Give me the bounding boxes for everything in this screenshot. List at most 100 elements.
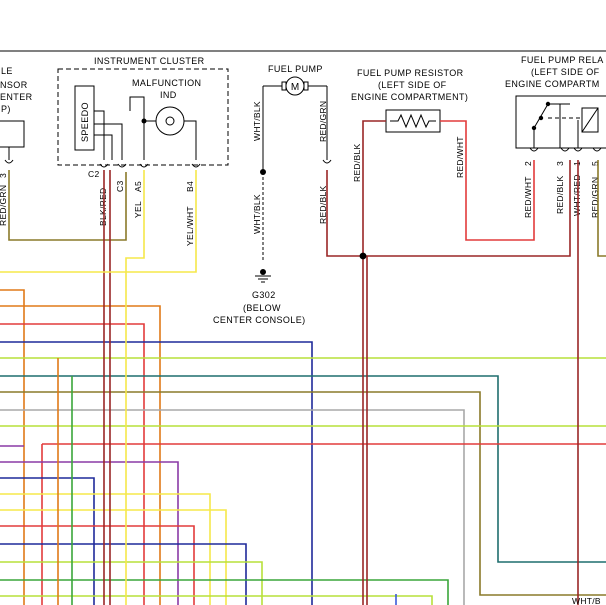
- bundle-navy-3: [0, 543, 247, 605]
- connector-a5-icon: [139, 163, 149, 168]
- fuel-pump-wire-down-right-label: RED/BLK: [318, 185, 328, 224]
- bundle-red-1: [0, 323, 145, 605]
- pin-b4-wire: YEL/WHT: [185, 206, 195, 246]
- instrument-cluster-dashed-box: [57, 68, 229, 166]
- relay-pin-2-num: 2: [523, 161, 533, 166]
- relay-pin-3-num: 3: [555, 161, 565, 166]
- relay-connector-2-icon: [529, 147, 539, 152]
- instrument-cluster-title: INSTRUMENT CLUSTER: [94, 56, 205, 66]
- fuel-pump-wire-down-left-label: WHT/BLK: [252, 194, 262, 234]
- bundle-red-4: [0, 525, 195, 605]
- sensor-pin-num: 3: [0, 173, 8, 178]
- bundle-purple-1: [0, 461, 179, 605]
- resistor-zigzag-icon: [390, 113, 436, 129]
- resistor-title-line-3: ENGINE COMPARTMENT): [351, 92, 468, 102]
- pin-a5-num: A5: [133, 181, 143, 192]
- relay-title-line-3: ENGINE COMPARTM: [505, 79, 600, 89]
- relay-connector-5-icon: [592, 147, 602, 152]
- sensor-connector-icon: [4, 159, 14, 164]
- cluster-internal-wire-5: [184, 120, 197, 160]
- wire-relay-red-grn: [597, 160, 606, 257]
- fuel-pump-relay: FUEL PUMP RELA (LEFT SIDE OF ENGINE COMP…: [505, 55, 606, 218]
- relay-coil-icon: [581, 107, 599, 133]
- ground-g302: G302 (BELOW CENTER CONSOLE): [213, 269, 306, 325]
- resistor-wire-right-label: RED/WHT: [455, 136, 465, 178]
- sensor-box: [0, 120, 25, 148]
- relay-pin-1-num: 1: [572, 161, 582, 166]
- pin-a5-wire: YEL: [133, 201, 143, 218]
- relay-pin-3-wire: RED/BLK: [555, 175, 565, 214]
- pin-c2-num: C2: [88, 169, 99, 179]
- pin-b4-num: B4: [185, 181, 195, 192]
- cluster-internal-wire-1: [94, 110, 105, 160]
- fuel-pump-wire-left-label: WHT/BLK: [252, 101, 262, 141]
- cluster-junction-dot: [141, 118, 147, 124]
- sensor-title-line-3: ENTER: [0, 92, 33, 102]
- resistor-title-line-1: FUEL PUMP RESISTOR: [357, 68, 464, 78]
- wire-b4-yel-wht: [0, 170, 197, 273]
- connector-c2-icon: [99, 163, 109, 168]
- malfunction-lamp-filament-icon: [165, 116, 175, 126]
- fuel-pump: FUEL PUMP M WHT/BLK RED/GRN WHT/BLK RED/…: [252, 64, 332, 262]
- relay-contact-dot-3: [538, 115, 544, 121]
- footer-wire-fragment: WHT/B: [572, 596, 601, 605]
- pin-c3-num: C3: [115, 181, 125, 192]
- bundle-yellow-1: [0, 493, 211, 605]
- bundle-olive-1: [0, 391, 606, 596]
- sensor-component: LE NSOR ENTER P) 3 RED/GRN: [0, 66, 33, 226]
- relay-pin-5-num: 5: [590, 161, 600, 166]
- bundle-green-1: [0, 579, 449, 605]
- relay-box: [515, 95, 606, 149]
- cluster-internal-wire-2: [94, 123, 123, 160]
- harness-wires: [0, 120, 606, 605]
- ground-note-line-1: (BELOW: [243, 303, 281, 313]
- bundle-teal-1: [0, 375, 606, 563]
- fuel-pump-motor-icon: [285, 76, 305, 96]
- malfunction-label-line-2: IND: [160, 90, 177, 100]
- bundle-gray-1: [0, 409, 465, 605]
- sensor-title-line-1: LE: [1, 66, 13, 76]
- resistor-wire-left-label: RED/BLK: [352, 143, 362, 182]
- bundle-lime-4: [0, 595, 433, 605]
- relay-title-line-2: (LEFT SIDE OF: [531, 67, 600, 77]
- wire-resistor-red-blk: [362, 120, 386, 256]
- bundle-yellow-2: [0, 509, 227, 605]
- speedo-box: [74, 85, 95, 151]
- wire-resistor-red-wht: [440, 120, 535, 241]
- fuel-pump-wire-right-label: RED/GRN: [318, 101, 328, 142]
- cluster-internal-wire-3: [94, 134, 113, 160]
- relay-coil-diag: [581, 107, 599, 133]
- sensor-title-line-2: NSOR: [0, 80, 28, 90]
- resistor-title-line-2: (LEFT SIDE OF: [378, 80, 447, 90]
- wire-sensor-red-grn: [8, 170, 127, 241]
- wire-bundle: [0, 289, 606, 605]
- bundle-orange-1: [0, 289, 25, 605]
- relay-contact-dot-1: [531, 125, 537, 131]
- sensor-pin-wire: RED/GRN: [0, 185, 8, 226]
- fuel-pump-title: FUEL PUMP: [268, 64, 323, 74]
- relay-title-line-1: FUEL PUMP RELA: [521, 55, 604, 65]
- bundle-orange-2: [0, 305, 161, 605]
- relay-connector-3-icon: [560, 147, 570, 152]
- cluster-internal-wire-7: [129, 96, 145, 121]
- fuel-pump-motor-label: M: [291, 82, 299, 93]
- fuel-pump-right-connector-icon: [322, 159, 332, 164]
- ground-note-line-2: CENTER CONSOLE): [213, 315, 306, 325]
- relay-pin-5-wire: RED/GRN: [590, 177, 600, 218]
- wire-a5-yel: [125, 170, 145, 605]
- relay-pin-2-wire: RED/WHT: [523, 176, 533, 218]
- connector-b4-icon: [191, 163, 201, 168]
- speedo-label: SPEEDO: [80, 102, 90, 142]
- bundle-lime-3: [0, 561, 263, 605]
- connector-c3-icon: [117, 163, 127, 168]
- pin-c2-wire: BLK/RED: [98, 188, 108, 226]
- relay-connector-1-icon: [573, 147, 583, 152]
- sensor-title-line-4: P): [1, 104, 11, 114]
- relay-pin-1-wire: WHT/RED: [572, 174, 582, 216]
- harness-junction-dot: [359, 252, 367, 260]
- ground-dot: [260, 269, 266, 275]
- malfunction-label-line-1: MALFUNCTION: [132, 78, 201, 88]
- ground-id: G302: [252, 290, 276, 300]
